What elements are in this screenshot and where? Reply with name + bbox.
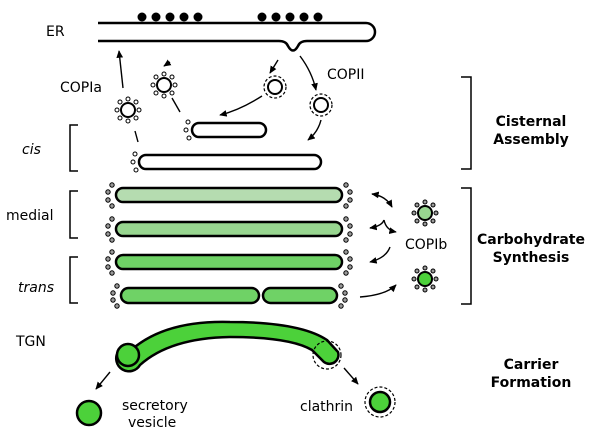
medial-label: medial [6, 208, 54, 224]
trans-cisterna-2a [119, 286, 261, 305]
clathrin-label: clathrin [300, 399, 353, 415]
secretory-label-line2: vesicle [128, 415, 176, 431]
er-label: ER [46, 24, 65, 40]
carrier-heading-line1: Carrier [504, 357, 559, 373]
secretory-label-line1: secretory [122, 398, 188, 414]
medial-cisterna-1 [114, 186, 344, 204]
cis-cisterna [130, 151, 323, 173]
trans-cisterna-2b [261, 286, 339, 305]
copib-vesicle [411, 199, 439, 227]
secretory-vesicle [75, 399, 103, 427]
medial-cisterna-2 [114, 220, 344, 238]
er-ribosomes [137, 12, 323, 22]
clathrin-arrow [343, 367, 359, 385]
copib-vesicle [411, 265, 439, 293]
copia-vesicle [114, 96, 142, 124]
copia-vesicle [150, 71, 178, 99]
trans-label: trans [18, 280, 54, 296]
carbohydrate-heading-line2: Synthesis [493, 250, 570, 266]
clathrin-vesicle [364, 386, 396, 418]
copib-label: COPIb [405, 237, 447, 253]
carbohydrate-heading-line1: Carbohydrate [477, 232, 585, 248]
tgn-compartment [115, 320, 342, 373]
cis-label: cis [22, 142, 41, 158]
copib-arrows [359, 191, 397, 298]
copii-vesicle [263, 75, 287, 99]
cisterna-rim-coats [105, 182, 353, 309]
copia-label: COPIa [60, 80, 102, 96]
cisternal-heading-line1: Cisternal [496, 114, 567, 130]
tgn-label: TGN [15, 334, 46, 350]
cisternal-heading-line2: Assembly [493, 132, 569, 148]
trans-cisterna-1 [114, 253, 344, 271]
transport-arrows [116, 50, 322, 143]
copii-label: COPII [327, 67, 365, 83]
copii-vesicle [309, 93, 333, 117]
er-membrane [98, 21, 377, 52]
carrier-heading-line2: Formation [491, 375, 572, 391]
cis-cisterna-small [183, 119, 268, 141]
right-brackets [461, 76, 472, 305]
left-brackets [69, 124, 78, 304]
secretory-arrow [95, 371, 111, 390]
